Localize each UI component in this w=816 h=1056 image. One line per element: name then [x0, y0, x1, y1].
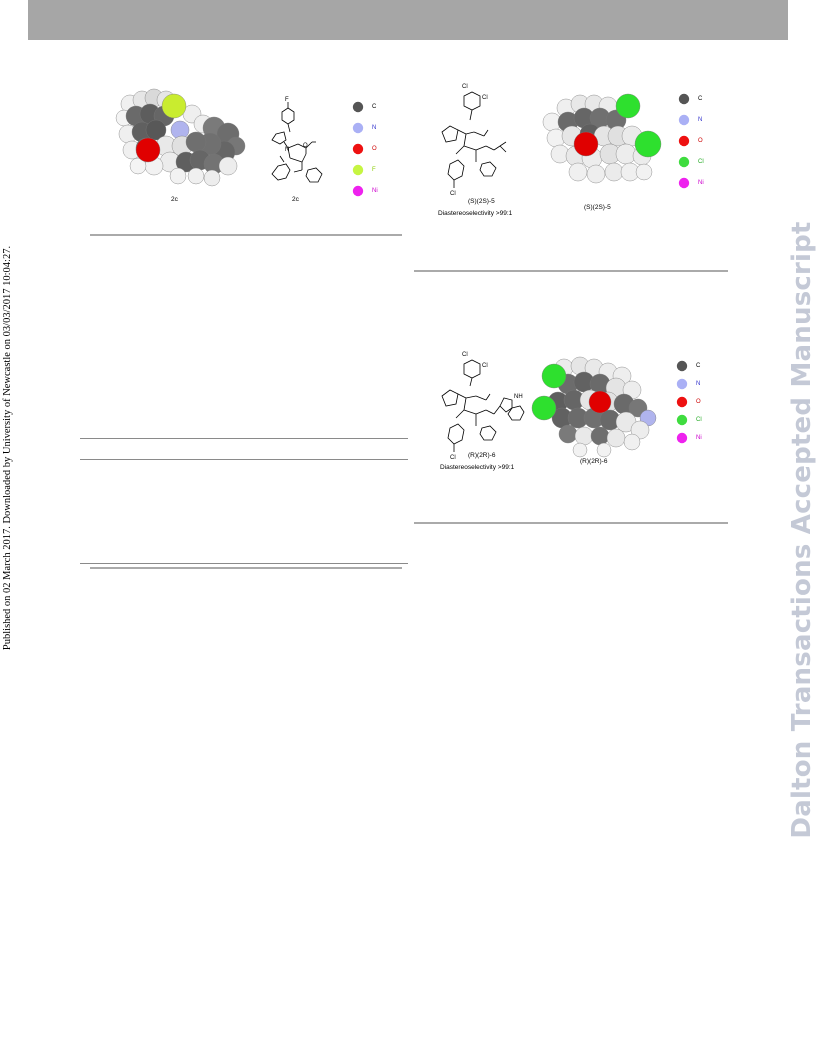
table-footer-rule: [90, 567, 402, 569]
figure-1-model-label: 2c: [171, 196, 178, 203]
table-top-rule: [80, 438, 408, 439]
chloro-substituent: Cl: [450, 191, 456, 197]
nickel-sphere-icon: [352, 185, 364, 197]
table-bottom-rule: [80, 563, 408, 564]
legend-label: C: [698, 96, 703, 102]
legend-label: N: [696, 381, 701, 387]
figure-3-space-filling-model: [531, 356, 657, 458]
legend-label: O: [372, 146, 377, 152]
figure-3-legend: C N O Cl Ni: [676, 360, 716, 450]
carbon-sphere-icon: [678, 93, 690, 105]
nickel-sphere-icon: [676, 432, 688, 444]
oxygen-sphere-icon: [676, 396, 688, 408]
legend-label: Cl: [696, 417, 702, 423]
chloro-substituent: Cl: [482, 363, 488, 369]
oxygen-sphere-icon: [352, 143, 364, 155]
chloro-substituent: Cl: [450, 455, 456, 461]
fluorine-sphere-icon: [352, 164, 364, 176]
figure-2-structure: Cl Cl Cl: [441, 84, 507, 197]
nitrogen-sphere-icon: [676, 378, 688, 390]
table-header-rule: [80, 459, 408, 460]
chlorine-sphere-icon: [678, 156, 690, 168]
oxygen-atom: O: [303, 143, 308, 149]
figure-3-model-label: (R)(2R)-6: [580, 458, 608, 465]
fluoro-atom: F: [285, 97, 289, 103]
journal-header-bar: [28, 0, 788, 40]
figure-1-space-filling-model: [115, 88, 246, 187]
figure-3-structure: Cl Cl Cl NH: [441, 352, 525, 461]
figure-2-compound-label: (S)(2S)-5: [468, 198, 495, 205]
oxygen-sphere-icon: [678, 135, 690, 147]
figure-2-space-filling-model: [542, 93, 662, 184]
legend-label: Ni: [698, 180, 704, 186]
chloro-substituent: Cl: [462, 352, 468, 358]
legend-label: Ni: [372, 188, 378, 194]
figure-3-rule: [414, 522, 728, 524]
chloro-substituent: Cl: [462, 84, 468, 90]
accepted-manuscript-watermark: Dalton Transactions Accepted Manuscript: [787, 221, 816, 839]
carbon-sphere-icon: [352, 101, 364, 113]
nitrogen-sphere-icon: [678, 114, 690, 126]
indole-nh-label: NH: [514, 394, 523, 400]
chlorine-sphere-icon: [676, 414, 688, 426]
publication-note: Published on 02 March 2017. Downloaded b…: [2, 245, 13, 651]
figure-2-legend: C N O Cl Ni: [678, 93, 718, 189]
figure-2-model-label: (S)(2S)-5: [584, 204, 611, 211]
figure-2-rule: [414, 270, 728, 272]
legend-label: F: [372, 167, 376, 173]
legend-label: O: [696, 399, 701, 405]
legend-label: N: [372, 125, 377, 131]
legend-label: O: [698, 138, 703, 144]
figure-1-structure-label: 2c: [292, 196, 299, 203]
nitrogen-sphere-icon: [352, 122, 364, 134]
figure-3-compound-label: (R)(2R)-6: [468, 452, 496, 459]
legend-label: Cl: [698, 159, 704, 165]
figure-2-diastereoselectivity: Diastereoselectivity >99:1: [438, 210, 513, 217]
legend-label: N: [698, 117, 703, 123]
legend-label: C: [696, 363, 701, 369]
chloro-substituent: Cl: [482, 95, 488, 101]
carbon-sphere-icon: [676, 360, 688, 372]
figure-1-structure: F N O: [271, 97, 323, 183]
figure-1-legend: C N O F Ni: [352, 101, 392, 197]
legend-label: Ni: [696, 435, 702, 441]
nickel-sphere-icon: [678, 177, 690, 189]
figure-3-diastereoselectivity: Diastereoselectivity >99:1: [440, 464, 515, 471]
nitrogen-atom: N: [285, 147, 289, 153]
legend-label: C: [372, 104, 377, 110]
figure-1-rule: [90, 234, 402, 236]
